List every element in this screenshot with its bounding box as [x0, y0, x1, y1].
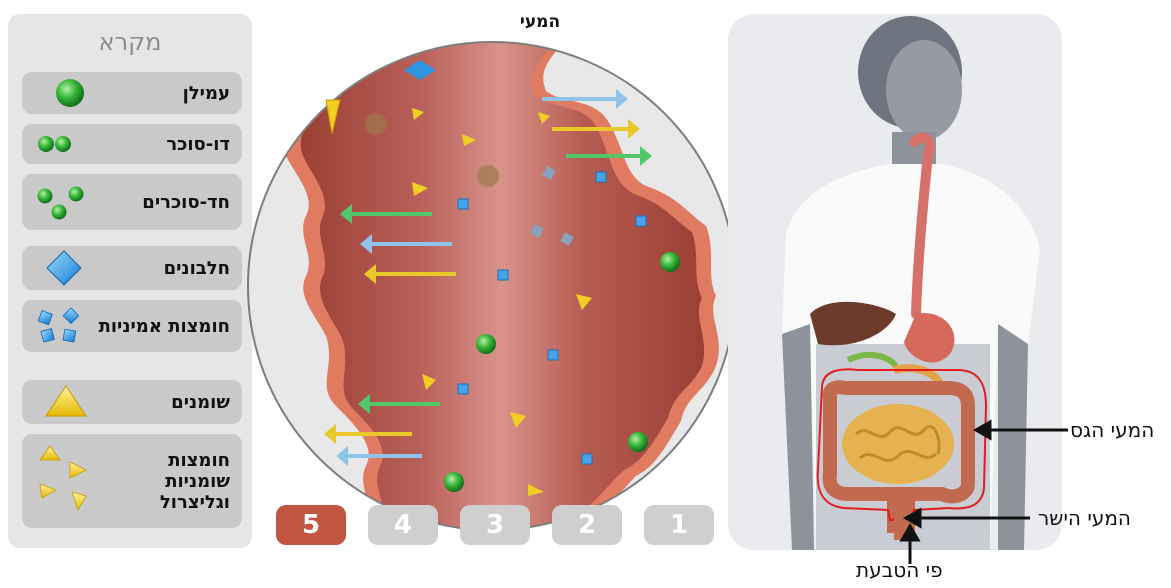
right-arm	[998, 324, 1028, 550]
rectum	[894, 514, 908, 540]
two-green-balls-icon	[28, 124, 98, 164]
legend-item-proteins: חלבונים	[22, 246, 242, 290]
legend-item-monosaccharides: חד-סוכרים	[22, 174, 242, 230]
intestine-title: המעי	[495, 12, 585, 32]
step-button-3[interactable]: 3	[460, 505, 530, 545]
legend-label-disaccharide: דו-סוכר	[166, 124, 230, 164]
label-large-intestine: המעי הגס	[1070, 418, 1154, 442]
three-green-balls-icon	[28, 174, 98, 230]
label-rectum: המעי הישר	[1038, 506, 1131, 530]
legend-title: מקרא	[8, 28, 252, 56]
step-button-1[interactable]: 1	[644, 505, 714, 545]
legend-label-fats: שומנים	[171, 380, 230, 424]
step-button-4[interactable]: 4	[368, 505, 438, 545]
step-button-2[interactable]: 2	[552, 505, 622, 545]
legend-label-proteins: חלבונים	[164, 246, 230, 290]
legend-item-amino-acids: חומצות אמיניות	[22, 300, 242, 352]
four-blue-squares-icon	[28, 300, 98, 352]
legend-label-starch: עמילן	[183, 72, 230, 114]
legend-label-fatty-acids: חומצות שומניות וגליצרול	[110, 434, 230, 528]
legend-item-disaccharide: דו-סוכר	[22, 124, 242, 164]
legend-label-amino-acids: חומצות אמיניות	[99, 300, 230, 352]
legend-item-fats: שומנים	[22, 380, 242, 424]
four-yellow-triangles-icon	[28, 434, 98, 528]
legend-item-fatty-acids: חומצות שומניות וגליצרול	[22, 434, 242, 528]
face	[886, 40, 962, 140]
large-green-ball-icon	[28, 72, 98, 114]
blue-diamond-icon	[28, 246, 98, 290]
left-arm	[782, 324, 814, 550]
legend-item-starch: עמילן	[22, 72, 242, 114]
small-intestine	[842, 404, 954, 484]
intestine-closeup	[236, 36, 752, 532]
legend-label-monosaccharides: חד-סוכרים	[142, 174, 230, 230]
yellow-triangle-icon	[28, 380, 98, 424]
step-button-5[interactable]: 5	[276, 505, 346, 545]
legend-panel: מקרא עמילן דו-סוכר חד-סוכרים חלבונים	[8, 14, 252, 548]
label-anus: פי הטבעת	[856, 558, 943, 582]
human-body-illustration	[728, 14, 1062, 550]
